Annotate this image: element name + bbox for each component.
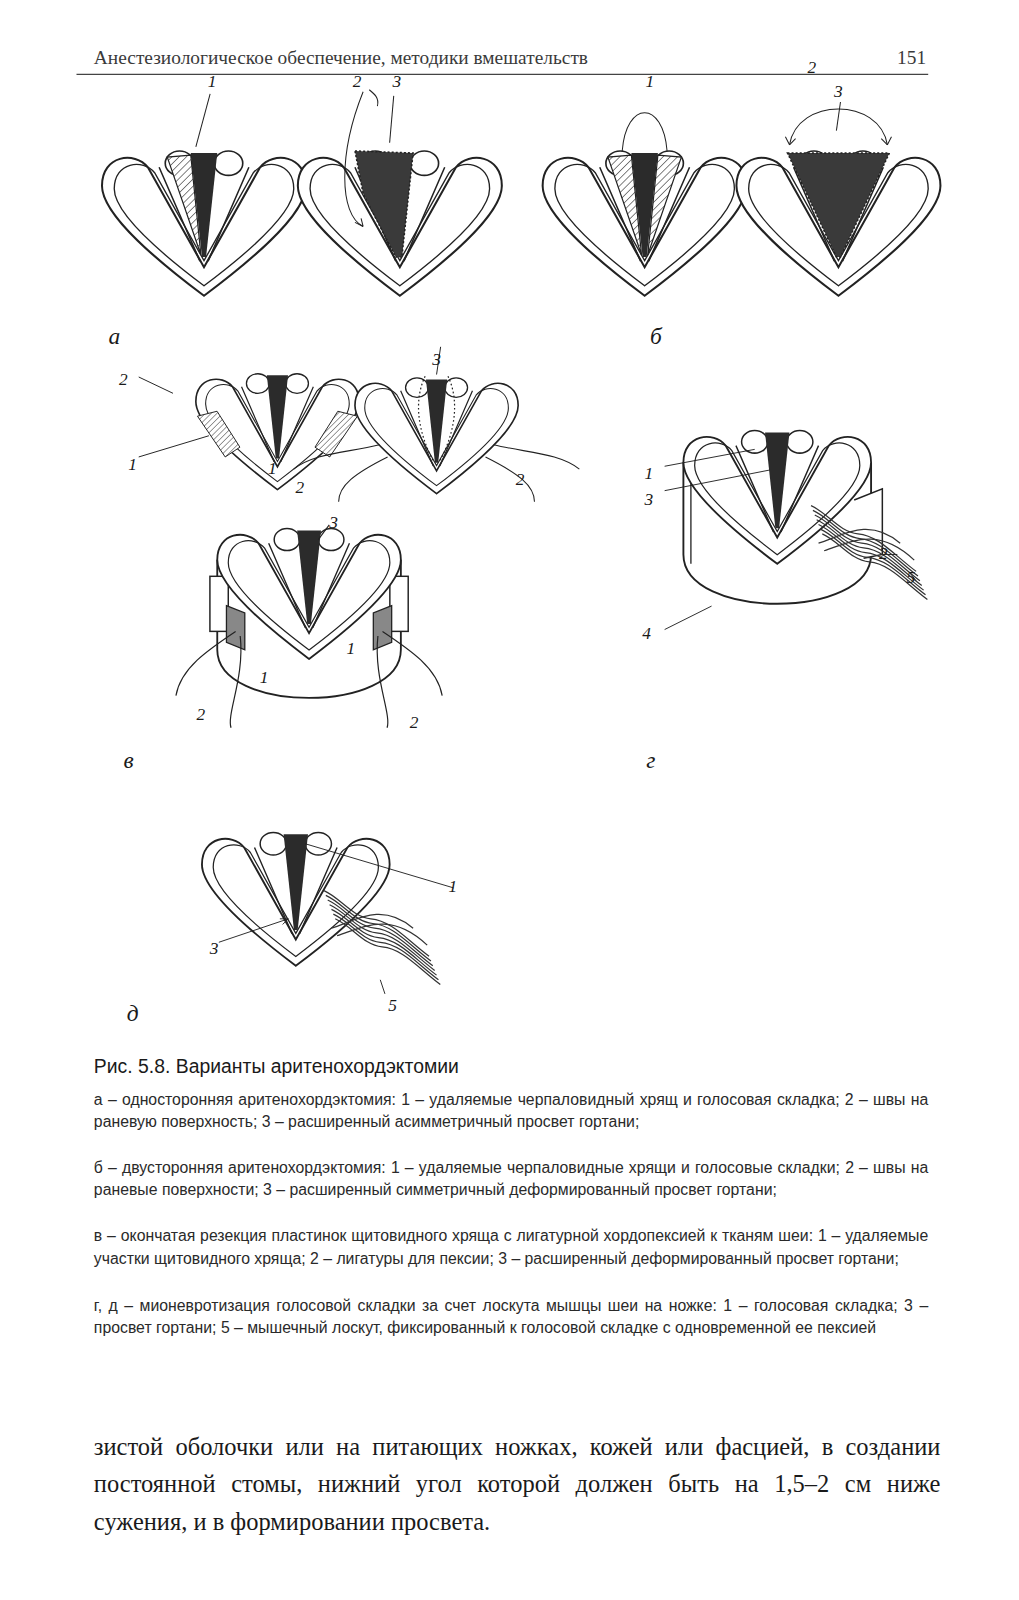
- callout-number: 3: [432, 350, 441, 367]
- larynx-figure: [298, 90, 502, 296]
- larynx-figure: [665, 431, 928, 630]
- callout-number: 2: [296, 479, 305, 496]
- larynx-figure: [202, 832, 453, 993]
- larynx-figure: [543, 113, 747, 296]
- callout-number: 2: [516, 471, 525, 488]
- callout-number: 2: [119, 371, 128, 388]
- callout-number: 3: [329, 514, 338, 531]
- panel-letter: г: [646, 748, 655, 771]
- callout-number: 1: [644, 465, 653, 482]
- callout-number: 1: [208, 73, 217, 90]
- larynx-figure: [102, 94, 306, 296]
- callout-number: 1: [347, 640, 356, 657]
- callout-number: 3: [644, 491, 653, 508]
- callout-number: 1: [268, 460, 277, 477]
- callout-number: 3: [210, 940, 219, 957]
- caption-note: а – односторонняя аритенохордэктомия: 1 …: [94, 1088, 928, 1134]
- larynx-figure: [294, 347, 580, 502]
- callout-number: 2: [353, 73, 362, 90]
- callout-number: 2: [879, 545, 888, 562]
- callout-number: 5: [907, 569, 916, 586]
- panel-letter: а: [108, 325, 120, 348]
- callout-number: 4: [642, 625, 651, 642]
- callout-number: 5: [388, 997, 397, 1014]
- callout-number: 3: [392, 73, 401, 90]
- callout-number: 2: [808, 59, 817, 76]
- panel-letter: б: [650, 325, 662, 348]
- caption-note: б – двусторонняя аритенохордэктомия: 1 –…: [94, 1157, 928, 1203]
- body-text: зистой оболочки или на питающих ножках, …: [94, 1428, 941, 1541]
- panel-letter: в: [123, 748, 133, 771]
- caption-note: в – окончатая резекция пластинок щитовид…: [94, 1225, 928, 1271]
- callout-number: 2: [197, 705, 206, 722]
- callout-number: 1: [449, 878, 458, 895]
- larynx-figure: [139, 374, 359, 490]
- larynx-figure: [176, 525, 442, 728]
- running-header: Анестезиологическое обеспечение, методик…: [94, 48, 588, 67]
- callout-number: 1: [260, 669, 269, 686]
- caption-note: г, д – мионевротизация голосовой складки…: [94, 1294, 928, 1340]
- callout-number: 2: [410, 713, 419, 730]
- figure-caption: Рис. 5.8. Варианты аритенохордэктомии: [94, 1057, 459, 1076]
- callout-number: 3: [834, 83, 843, 100]
- callout-number: 1: [645, 73, 654, 90]
- larynx-figure: [736, 102, 940, 296]
- header-rule: [77, 74, 929, 75]
- running-header: 151: [897, 48, 926, 67]
- panel-letter: д: [127, 1001, 139, 1024]
- callout-number: 1: [128, 455, 137, 472]
